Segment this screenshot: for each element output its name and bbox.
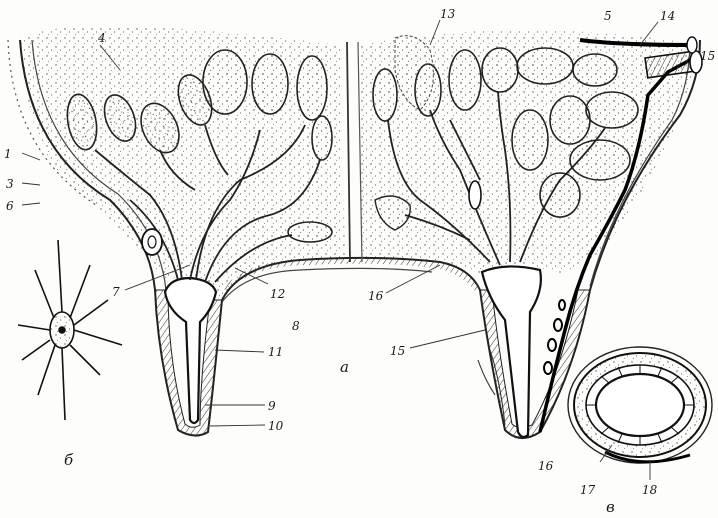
label-6: 6 — [6, 199, 14, 213]
label-15-main: 15 — [390, 344, 405, 358]
label-a: a — [340, 358, 349, 376]
label-16-main: 16 — [368, 289, 384, 303]
septum — [347, 42, 350, 262]
tube-cross-section — [568, 347, 712, 463]
right-small-tube — [469, 181, 481, 209]
label-12: 12 — [270, 287, 285, 301]
label-13: 13 — [440, 7, 456, 21]
label-3: 3 — [6, 177, 14, 191]
label-9: 9 — [268, 399, 276, 413]
label-14: 14 — [660, 9, 675, 23]
label-b: б — [64, 451, 74, 469]
label-c: в — [606, 498, 615, 516]
label-7: 7 — [112, 285, 120, 299]
label-17: 17 — [580, 483, 596, 497]
tissue-left — [20, 26, 345, 300]
label-8: 8 — [292, 319, 300, 333]
label-10: 10 — [268, 419, 284, 433]
stellate-cell — [18, 240, 122, 420]
right-papilla-wall — [480, 290, 590, 438]
label-5: 5 — [604, 9, 612, 23]
label-18: 18 — [642, 483, 658, 497]
label-1: 1 — [4, 147, 12, 161]
label-15-tube: 15 — [700, 49, 715, 63]
label-16-inset: 16 — [538, 459, 554, 473]
left-small-vesicle — [142, 229, 162, 255]
label-4: 4 — [97, 31, 106, 45]
label-11: 11 — [268, 345, 283, 359]
